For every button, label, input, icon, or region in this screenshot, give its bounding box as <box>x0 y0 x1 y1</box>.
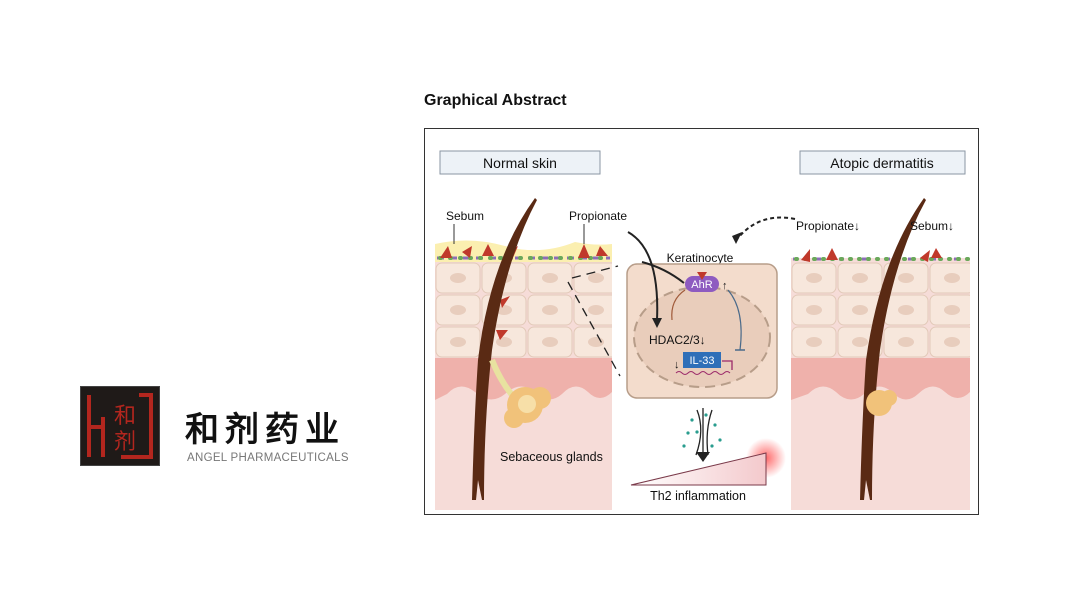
normal-skin-label: Normal skin <box>483 155 557 171</box>
th2-inflammation-label: Th2 inflammation <box>650 489 746 503</box>
normal-skin-label-box: Normal skin <box>439 150 601 175</box>
hdac-label: HDAC2/3↓ <box>649 333 706 347</box>
il33-gene: IL-33 <box>683 352 721 368</box>
graphical-abstract-frame <box>424 128 979 515</box>
il33-down-arrow: ↓ <box>674 359 680 371</box>
atopic-dermatitis-label-box: Atopic dermatitis <box>799 150 966 175</box>
sebaceous-glands-label: Sebaceous glands <box>500 450 603 464</box>
keratinocyte-label: Keratinocyte <box>667 251 734 265</box>
ad-propionate-label: Propionate↓ <box>796 219 860 233</box>
company-name-chinese: 和剂药业 <box>185 410 345 450</box>
ahr-up-arrow: ↑ <box>722 280 728 292</box>
ahr-label: AhR <box>691 279 712 291</box>
seal-char: 和 <box>114 403 136 428</box>
atopic-dermatitis-label: Atopic dermatitis <box>830 155 933 171</box>
keratinocyte-cell: Keratinocyte AhR ↑ HDAC2/3↓ ↓ IL-33 <box>626 216 796 399</box>
propionate-label: Propionate <box>569 209 627 223</box>
ahr-receptor: AhR <box>685 272 719 292</box>
company-logo-seal: 和 剂 <box>80 386 160 466</box>
th2-inflammation: Th2 inflammation <box>630 408 786 503</box>
il33-label: IL-33 <box>689 355 714 367</box>
company-name-english: ANGEL PHARMACEUTICALS <box>187 452 349 464</box>
graphical-abstract-title: Graphical Abstract <box>424 92 567 109</box>
sebum-label: Sebum <box>446 209 484 223</box>
ad-sebum-label: Sebum↓ <box>910 219 954 233</box>
atopic-dermatitis-panel: Propionate↓ Sebum↓ <box>791 198 970 510</box>
seal-char: 剂 <box>114 429 136 454</box>
normal-skin-panel: Sebum Propionate Sebaceous glands <box>435 198 627 510</box>
